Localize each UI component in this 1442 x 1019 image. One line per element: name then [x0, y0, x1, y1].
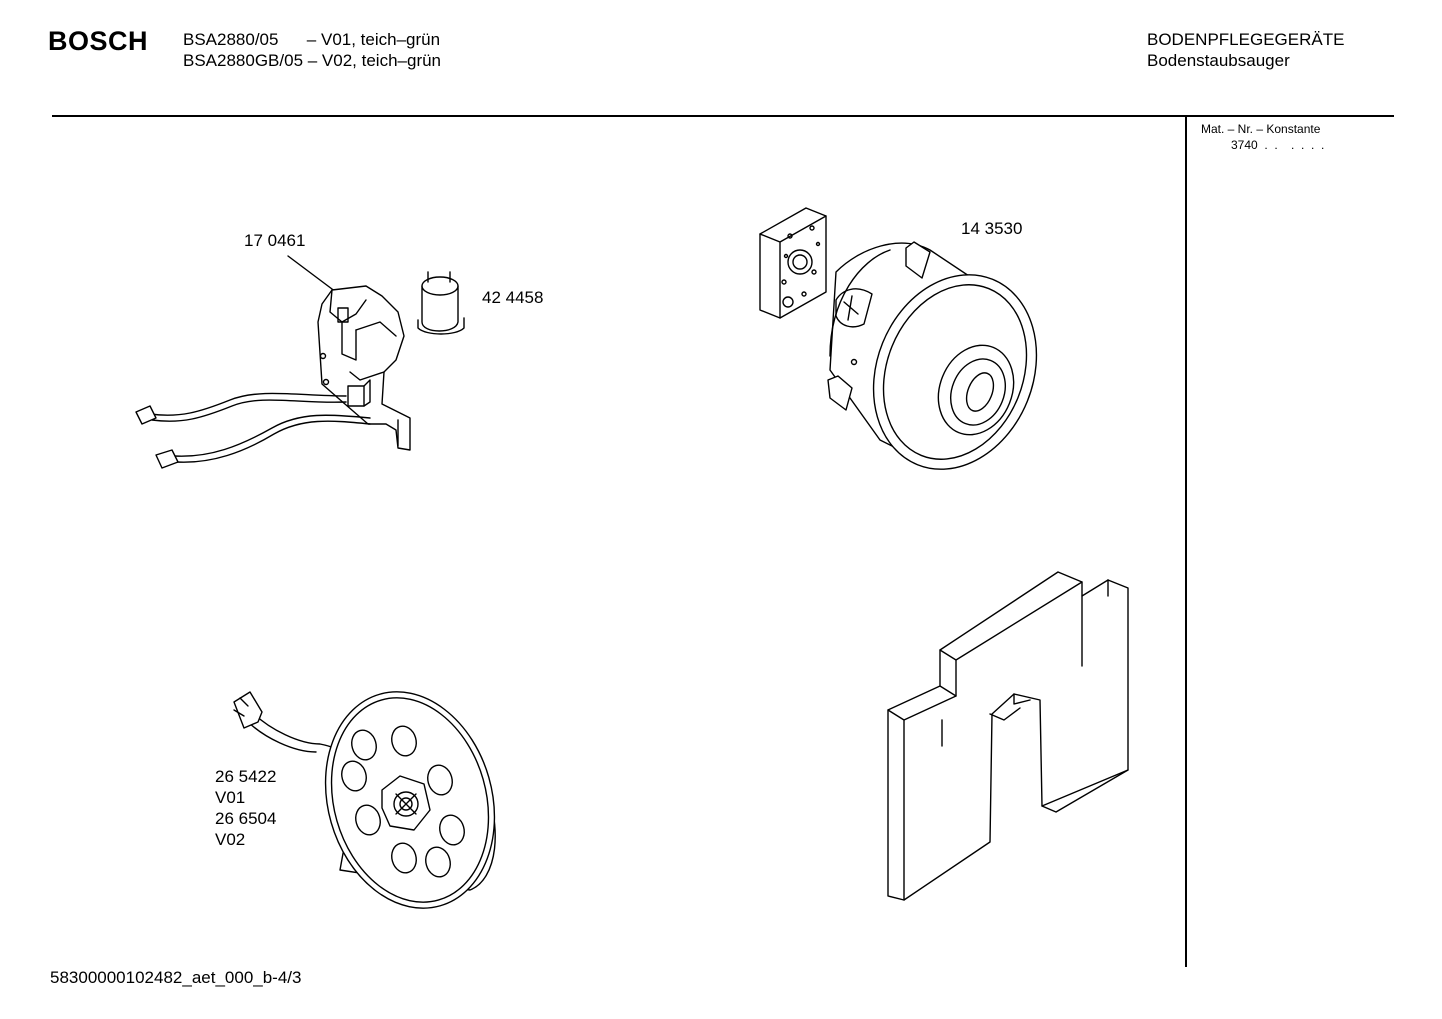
mat-number-label: Mat. – Nr. – Konstante: [1201, 122, 1321, 136]
cord-reel-illustration: [233, 691, 496, 909]
motor-illustration: [759, 207, 1038, 470]
model-line-1: BSA2880/05 – V01, teich–grün: [183, 30, 441, 49]
sidebar-rule: [1185, 117, 1187, 967]
capacitor-illustration: [417, 271, 465, 335]
category-subtitle: Bodenstaubsauger: [1147, 51, 1290, 70]
part-label-switch-board: 17 0461: [244, 231, 306, 250]
filter-block-illustration: [887, 571, 1129, 901]
mat-number-value: 3740 . . . . . .: [1231, 138, 1325, 152]
document-id: 58300000102482_aet_000_b-4/3: [50, 968, 302, 987]
part-label-motor: 14 3530: [961, 219, 1023, 238]
header-rule: [52, 115, 1394, 117]
part-label-cord-reel-v02: 26 6504: [215, 809, 277, 828]
switch-board-illustration: [135, 255, 411, 469]
bosch-logo: BOSCH: [48, 26, 149, 56]
model-line-2: BSA2880GB/05 – V02, teich–grün: [183, 51, 442, 70]
part-label-variant-v02: V02: [215, 830, 246, 849]
part-label-capacitor: 42 4458: [482, 288, 544, 307]
category-title: BODENPFLEGEGERÄTE: [1147, 30, 1345, 49]
part-label-variant-v01: V01: [215, 788, 246, 807]
part-label-cord-reel-v01: 26 5422: [215, 767, 277, 786]
